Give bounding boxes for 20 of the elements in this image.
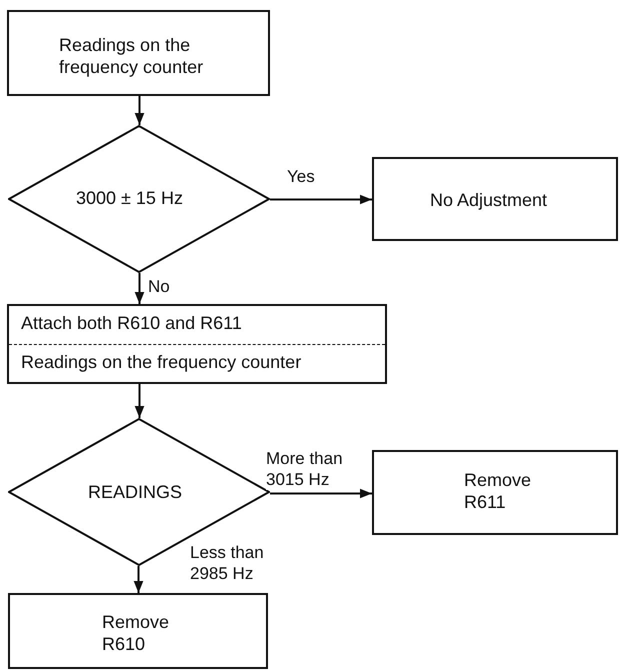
node-text: No Adjustment: [430, 189, 548, 211]
arrow: [270, 194, 372, 204]
node-text: READINGS: [88, 481, 182, 503]
arrow: [134, 273, 144, 304]
node-text: Attach both R610 and R611: [20, 312, 243, 335]
node-text: Readings on the frequency counter: [59, 34, 204, 78]
arrow: [134, 384, 144, 418]
node-text: Readings on the frequency counter: [9, 344, 385, 379]
process-box: [7, 304, 387, 384]
process-box: [372, 157, 618, 241]
process-box: [372, 450, 618, 535]
node-text: 3000 ± 15 Hz: [76, 187, 183, 209]
node-text: Remove R611: [464, 469, 532, 513]
process-box: [7, 10, 270, 96]
node-text: Remove R610: [102, 611, 170, 655]
arrow: [134, 96, 144, 125]
decision-diamond: [8, 125, 270, 273]
arrow: [134, 566, 144, 593]
process-box: [8, 593, 268, 669]
arrow: [270, 488, 372, 498]
